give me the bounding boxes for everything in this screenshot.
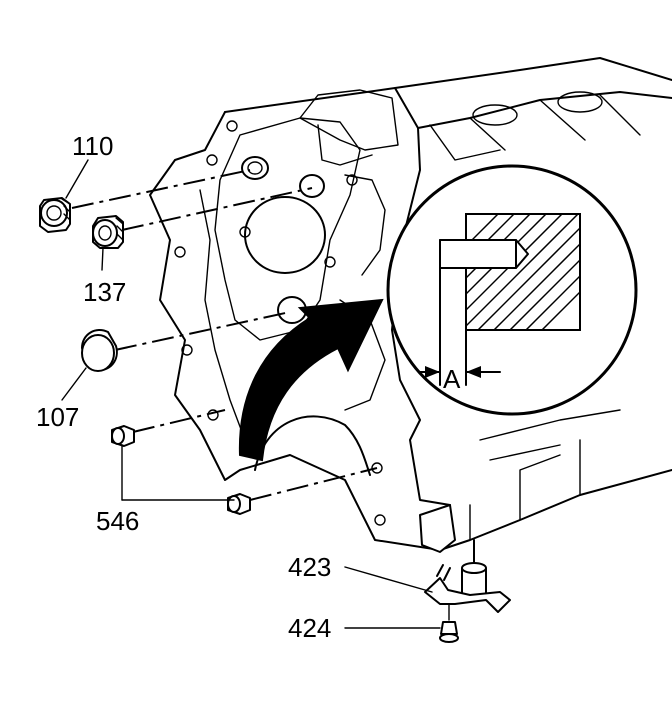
callout-546: 546	[96, 506, 139, 536]
callout-110: 110	[72, 131, 113, 161]
dimension-a-label: A	[443, 364, 461, 394]
leader-lines	[61, 159, 441, 629]
callout-423: 423	[288, 552, 331, 582]
callout-424: 424	[288, 613, 331, 643]
plug-137	[92, 215, 124, 249]
detail-view: A	[386, 164, 638, 416]
callout-137: 137	[83, 277, 126, 307]
dowel-pin-546-lower	[227, 493, 251, 515]
bolt-424	[439, 603, 459, 643]
oil-jet-423	[424, 539, 511, 613]
alignment-lines	[71, 169, 378, 501]
installed-plug	[439, 239, 529, 269]
callouts: 110 137 107 546 423 424	[36, 131, 331, 643]
detail-arrow	[238, 298, 384, 462]
dowel-pin-546-upper	[111, 425, 135, 447]
cup-plug-107	[81, 329, 118, 372]
callout-107: 107	[36, 402, 79, 432]
plug-110	[39, 197, 71, 233]
